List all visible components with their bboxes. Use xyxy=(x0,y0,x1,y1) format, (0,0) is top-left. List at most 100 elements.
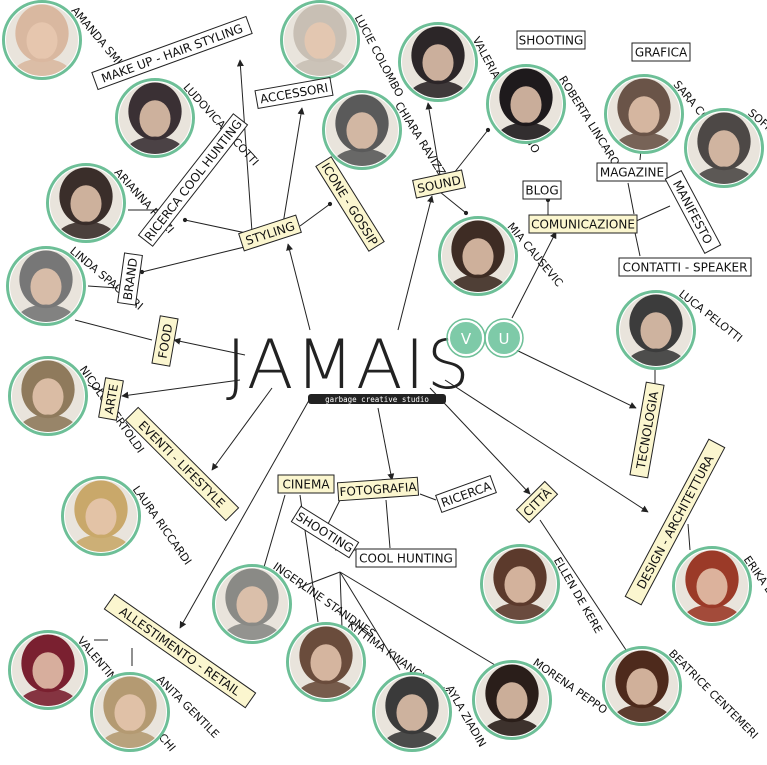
avatar-anita xyxy=(94,676,166,748)
person-roberta[interactable]: ROBERTA LINCARO xyxy=(486,64,623,169)
avatar-ayla xyxy=(376,676,448,748)
avatar-sofia xyxy=(688,112,760,184)
label-box xyxy=(355,548,457,568)
label-box xyxy=(412,169,466,199)
avatar-lucie xyxy=(284,4,356,76)
avatar-linda xyxy=(10,250,82,322)
subtopic-cool-hunting[interactable]: COOL HUNTING xyxy=(355,548,457,568)
label-text: MANIFESTO xyxy=(670,178,715,246)
label-box xyxy=(528,214,638,234)
category-fotografia[interactable]: FOTOGRAFIA xyxy=(336,476,420,502)
label-box xyxy=(336,476,420,502)
avatar-kittima xyxy=(290,626,362,698)
label-box xyxy=(515,480,559,524)
avatar-morena xyxy=(476,664,548,736)
label-text: MAGAZINE xyxy=(600,166,664,180)
avatar-laura xyxy=(65,480,137,552)
category-comunicazione[interactable]: COMUNICAZIONE xyxy=(528,214,638,234)
person-chiara[interactable]: CHIARA RAVIZZA xyxy=(322,90,453,186)
subtopic-accessori[interactable]: ACCESSORI xyxy=(254,76,334,110)
subtopic-shooting-bottom[interactable]: SHOOTING xyxy=(290,505,360,559)
subtopic-magazine[interactable]: MAGAZINE xyxy=(596,162,668,182)
label-box xyxy=(435,474,497,514)
category-food[interactable]: FOOD xyxy=(151,315,179,367)
person-morena[interactable]: MORENA PEPPO xyxy=(472,656,610,752)
label-text: GRAFICA xyxy=(635,46,688,60)
label-box xyxy=(277,474,335,494)
label-text: MAKE UP - HAIR STYLING xyxy=(100,21,245,85)
label-box xyxy=(91,15,253,91)
badge-u-label: U xyxy=(499,330,510,348)
avatar-erika xyxy=(676,550,748,622)
subtopic-shooting-top[interactable]: SHOOTING xyxy=(516,30,586,50)
person-erika[interactable]: ERIKA LEMMA xyxy=(672,546,767,638)
category-sound[interactable]: SOUND xyxy=(412,169,466,199)
label-text: ARTE xyxy=(102,383,121,416)
label-text: FOTOGRAFIA xyxy=(339,480,418,499)
label-box xyxy=(522,180,562,200)
subtopic-contatti[interactable]: CONTATTI - SPEAKER xyxy=(618,257,752,277)
label-box xyxy=(98,377,124,421)
label-box xyxy=(631,42,691,62)
badge-v-label: V xyxy=(461,330,472,348)
avatar-ludovica xyxy=(119,82,191,154)
label-box xyxy=(629,381,665,479)
person-name: LUCIE COLOMBO xyxy=(352,13,406,100)
label-text: FOOD xyxy=(156,323,176,360)
subtopic-grafica[interactable]: GRAFICA xyxy=(631,42,691,62)
person-luca[interactable]: LUCA PELOTTI xyxy=(616,287,745,381)
avatar-ingeborg xyxy=(216,568,288,640)
avatar-luca xyxy=(620,294,692,366)
person-sofia[interactable]: SOFIA LABADINI xyxy=(684,106,767,199)
subtopic-ricerca[interactable]: RICERCA xyxy=(435,474,497,514)
label-text: RICERCA xyxy=(439,479,494,510)
label-box xyxy=(254,76,334,110)
label-box xyxy=(151,315,179,367)
avatar-mia xyxy=(442,220,514,292)
category-arte[interactable]: ARTE xyxy=(98,377,124,421)
person-ayla[interactable]: AYLA ZIADIN xyxy=(372,672,489,764)
avatar-chiara xyxy=(326,94,398,166)
avatar-roberta xyxy=(490,68,562,140)
label-text: ICONE - GOSSIP xyxy=(319,160,381,248)
label-text: BRAND xyxy=(121,257,141,301)
category-tecnologia[interactable]: TECNOLOGIA xyxy=(629,381,665,479)
logo-tagline: garbage creative studio xyxy=(325,395,429,404)
person-anita[interactable]: ANITA GENTILE xyxy=(90,672,222,764)
person-name: ELLEN DE KERE xyxy=(551,555,605,636)
avatar-ellen xyxy=(484,548,556,620)
avatar-valeria xyxy=(402,26,474,98)
label-box xyxy=(596,162,668,182)
label-box xyxy=(238,214,302,252)
label-text: CONTATTI - SPEAKER xyxy=(623,261,748,275)
avatar-amanda xyxy=(6,4,78,76)
person-nicolo[interactable]: NICOLO' BERTOLDI xyxy=(8,356,147,456)
label-box xyxy=(624,438,726,606)
badge-v[interactable]: V xyxy=(446,318,486,358)
subtopic-blog[interactable]: BLOG xyxy=(522,180,562,200)
person-beatrice[interactable]: BEATRICE CENTEMERI xyxy=(602,646,761,742)
label-box xyxy=(137,113,249,247)
logo-title: JAMAIS xyxy=(226,326,472,405)
label-box xyxy=(103,593,257,709)
label-text: SHOOTING xyxy=(294,509,356,555)
avatar-nicolo xyxy=(12,360,84,432)
category-icone[interactable]: ICONE - GOSSIP xyxy=(315,156,385,252)
jamais-logo[interactable]: JAMAIS garbage creative studio xyxy=(226,326,472,405)
category-cinema[interactable]: CINEMA xyxy=(277,474,335,494)
category-styling[interactable]: STYLING xyxy=(238,214,302,252)
avatar-valentina xyxy=(12,634,84,706)
label-box xyxy=(315,156,385,252)
connector-lines xyxy=(74,59,691,671)
category-citta[interactable]: CITTÀ xyxy=(515,480,559,524)
label-box xyxy=(124,406,240,522)
label-box xyxy=(516,30,586,50)
label-box xyxy=(618,257,752,277)
badge-u[interactable]: U xyxy=(484,318,524,358)
label-text: SHOOTING xyxy=(519,34,584,48)
person-laura[interactable]: LAURA RICCARDI xyxy=(61,476,195,568)
subtopic-brand[interactable]: BRAND xyxy=(117,252,143,306)
avatar-arianna xyxy=(50,167,122,239)
